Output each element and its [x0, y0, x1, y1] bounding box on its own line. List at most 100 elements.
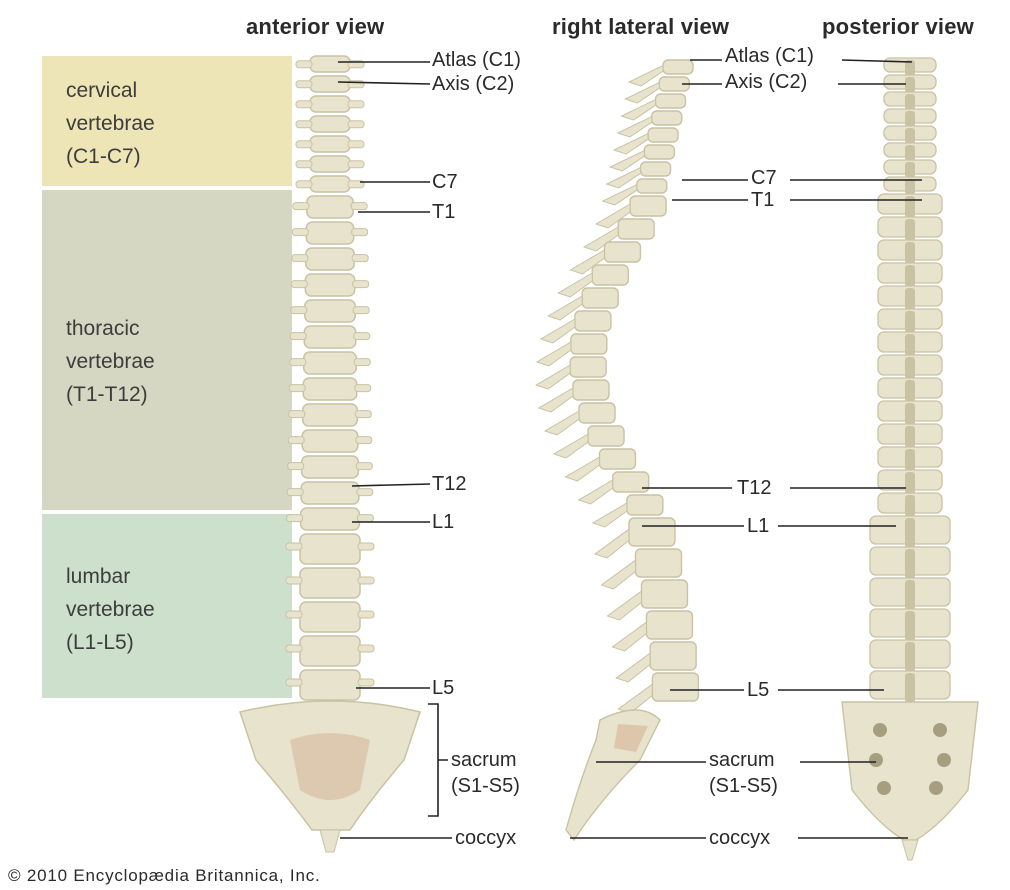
vertebra-body: [300, 636, 360, 666]
label-sacrum-lateral: sacrum: [708, 748, 776, 772]
vertebra-body: [305, 300, 355, 322]
transverse-process: [351, 203, 367, 210]
spinous-process-posterior: [905, 403, 915, 425]
spinous-process-posterior: [905, 94, 915, 110]
spinous-process-posterior: [905, 145, 915, 161]
transverse-process: [356, 463, 372, 470]
vertebra-body: [310, 156, 350, 172]
vertebra-body: [307, 196, 353, 218]
spinous-process-posterior: [905, 242, 915, 264]
vertebra-body: [310, 56, 350, 72]
vertebra-body: [300, 670, 360, 700]
transverse-process: [353, 307, 369, 314]
transverse-process: [296, 161, 312, 168]
transverse-process: [287, 489, 303, 496]
spinous-process-posterior: [905, 673, 915, 703]
anterior-spine-drawing: [240, 56, 420, 852]
sacrum-foramina-anterior: [290, 733, 370, 800]
spinous-process-posterior: [905, 449, 915, 471]
transverse-process: [296, 121, 312, 128]
sacral-foramen: [933, 723, 947, 737]
label-c7-lateral: C7: [750, 166, 778, 190]
coccyx-anterior: [320, 830, 340, 852]
leader-t12-anterior: [352, 484, 430, 486]
transverse-process: [287, 515, 303, 522]
transverse-process: [348, 161, 364, 168]
transverse-process: [289, 411, 305, 418]
transverse-process: [289, 385, 305, 392]
vertebra-lateral: [588, 426, 624, 446]
spinous-process-posterior: [905, 111, 915, 127]
transverse-process: [286, 611, 302, 618]
label-t1-anterior: T1: [431, 200, 456, 224]
vertebra-body: [310, 76, 350, 92]
transverse-process: [354, 359, 370, 366]
vertebra-body: [302, 456, 359, 478]
spinous-process-lateral: [612, 622, 646, 651]
spinous-process-lateral: [539, 388, 573, 412]
label-axis-anterior: Axis (C2): [431, 72, 515, 96]
vertebra-lateral: [636, 549, 682, 577]
copyright-notice: © 2010 Encyclopædia Britannica, Inc.: [8, 866, 321, 886]
vertebra-lateral: [579, 403, 615, 423]
label-axis-lateral: Axis (C2): [724, 70, 808, 94]
spinous-process-posterior: [905, 472, 915, 494]
spinous-process-lateral: [545, 411, 579, 435]
transverse-process: [354, 333, 370, 340]
spinous-process-posterior: [905, 288, 915, 310]
transverse-process: [355, 385, 371, 392]
transverse-process: [348, 121, 364, 128]
sacral-foramen: [873, 723, 887, 737]
transverse-process: [353, 281, 369, 288]
transverse-process: [292, 229, 308, 236]
transverse-process: [292, 255, 308, 262]
vertebra-lateral: [644, 145, 674, 159]
spinous-process-posterior: [905, 219, 915, 241]
vertebra-lateral: [599, 449, 635, 469]
vertebra-lateral: [652, 111, 682, 125]
vertebra-lateral: [571, 334, 607, 354]
vertebra-body: [300, 602, 360, 632]
spinous-process-posterior: [905, 128, 915, 144]
transverse-process: [352, 229, 368, 236]
transverse-process: [286, 543, 302, 550]
spinous-process-posterior: [905, 642, 915, 672]
vertebra-lateral: [641, 162, 671, 176]
transverse-process: [286, 679, 302, 686]
spinous-process-lateral: [537, 342, 571, 366]
label-l1-lateral: L1: [746, 514, 770, 538]
vertebra-body: [310, 116, 350, 132]
vertebra-lateral: [641, 580, 687, 608]
coccyx-posterior: [902, 840, 918, 860]
spinous-process-posterior: [905, 357, 915, 379]
spinous-process-posterior: [905, 380, 915, 402]
vertebra-lateral: [630, 196, 666, 216]
spinous-process-lateral: [607, 591, 641, 620]
spinous-process-posterior: [905, 334, 915, 356]
label-sacrum-anterior: sacrum: [450, 748, 518, 772]
vertebra-body: [306, 222, 353, 244]
vertebra-lateral: [604, 242, 640, 262]
vertebra-body: [301, 508, 360, 530]
label-t1-lateral: T1: [750, 188, 775, 212]
posterior-spine-drawing: [842, 58, 978, 860]
vertebra-lateral: [613, 472, 649, 492]
transverse-process: [357, 489, 373, 496]
vertebra-body: [303, 378, 357, 400]
vertebra-lateral: [582, 288, 618, 308]
sacral-foramen: [869, 753, 883, 767]
transverse-process: [357, 515, 373, 522]
vertebra-lateral: [656, 94, 686, 108]
spinous-process-posterior: [905, 549, 915, 579]
spinous-process-posterior: [905, 265, 915, 287]
spinous-process-posterior: [905, 162, 915, 178]
vertebra-body: [304, 326, 355, 348]
spinous-process-posterior: [905, 611, 915, 641]
spinous-process-posterior: [905, 179, 915, 195]
vertebra-body: [310, 136, 350, 152]
vertebra-body: [306, 248, 354, 270]
spinous-process-posterior: [905, 426, 915, 448]
spinous-process-lateral: [595, 529, 629, 558]
transverse-process: [291, 281, 307, 288]
transverse-process: [296, 181, 312, 188]
